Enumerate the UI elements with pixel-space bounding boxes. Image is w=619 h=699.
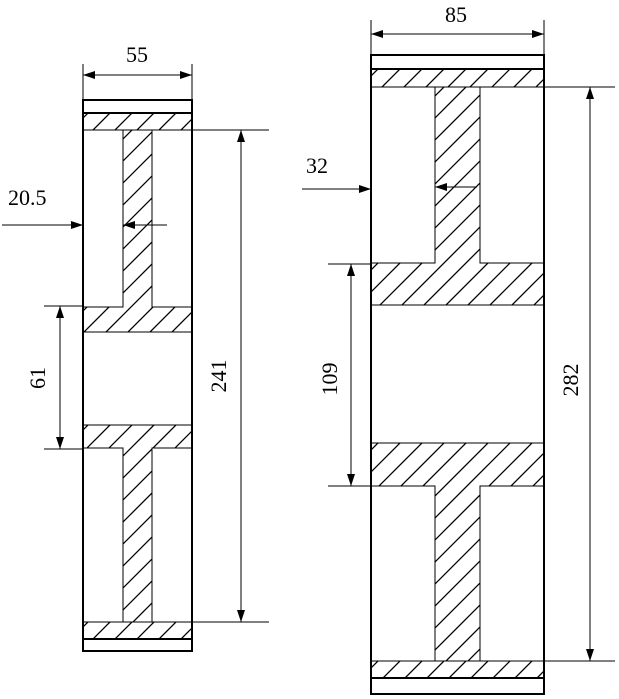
small-pulley-lower-hub [82, 424, 193, 623]
dim-large-width: 85 [370, 2, 545, 55]
dim-small-web: 20.5 [2, 185, 167, 229]
large-pulley [370, 54, 545, 695]
small-bore-label: 61 [25, 367, 50, 389]
large-outer-label: 282 [558, 364, 583, 397]
small-web-label: 20.5 [8, 185, 47, 210]
dim-small-outer: 241 [192, 129, 269, 623]
dim-large-outer: 282 [544, 86, 615, 662]
small-pulley [82, 99, 193, 652]
dim-small-width: 55 [82, 42, 193, 100]
dim-large-bore: 109 [317, 263, 371, 487]
large-pulley-lower-hub [370, 442, 545, 662]
dim-small-bore: 61 [25, 305, 83, 450]
large-pulley-outline [370, 54, 545, 695]
small-outer-label: 241 [206, 360, 231, 393]
large-bore-label: 109 [317, 363, 342, 396]
large-web-label: 32 [306, 153, 328, 178]
small-width-label: 55 [126, 42, 148, 67]
dim-large-web: 32 [302, 153, 477, 193]
large-width-label: 85 [445, 2, 467, 27]
small-pulley-outline [82, 99, 193, 652]
large-pulley-upper-hub [370, 86, 545, 306]
